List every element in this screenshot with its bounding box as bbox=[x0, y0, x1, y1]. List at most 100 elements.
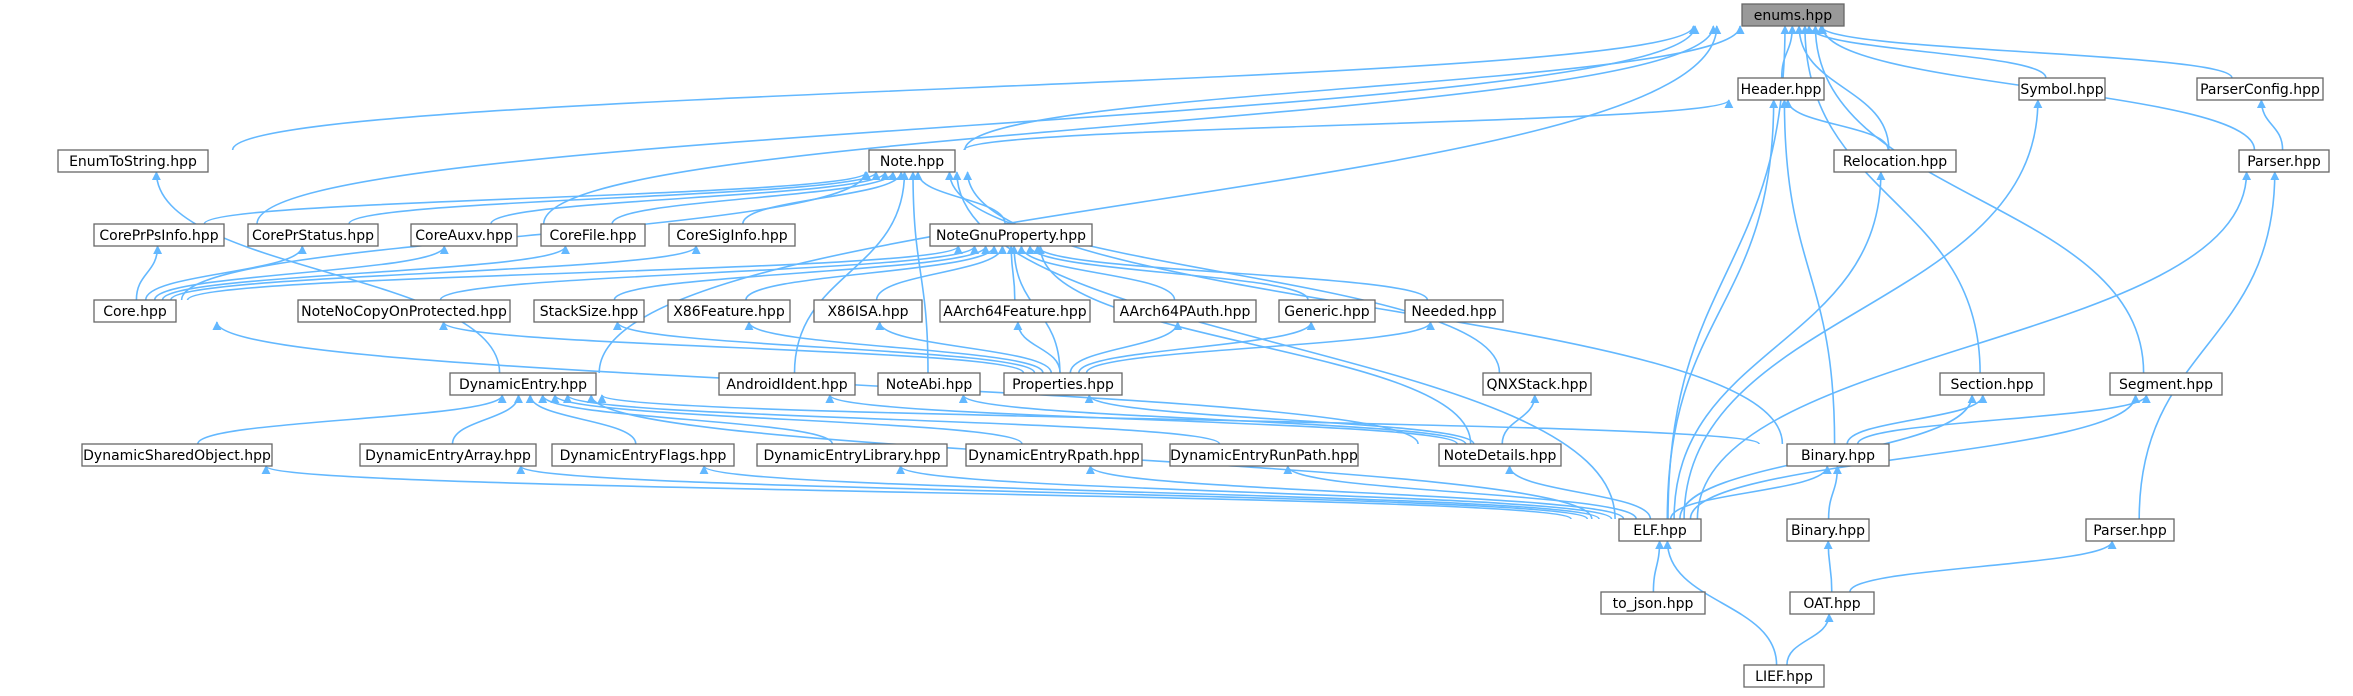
edge-properties-to-generic bbox=[1078, 321, 1316, 374]
dependency-arrow bbox=[1669, 465, 1832, 520]
dependency-arrow bbox=[563, 394, 1221, 445]
node-needed[interactable]: Needed.hpp bbox=[1404, 299, 1504, 323]
node-x86isa[interactable]: X86ISA.hpp bbox=[813, 299, 923, 323]
node-label: Needed.hpp bbox=[1411, 304, 1496, 320]
edge-core-to-corefile bbox=[161, 245, 570, 301]
node-noteabi[interactable]: NoteAbi.hpp bbox=[877, 372, 981, 396]
node-parser[interactable]: Parser.hpp bbox=[2238, 149, 2330, 173]
node-label: CorePrPsInfo.hpp bbox=[99, 228, 218, 244]
dependency-arrow bbox=[1283, 465, 1637, 520]
node-dynentrylibrary[interactable]: DynamicEntryLibrary.hpp bbox=[756, 443, 948, 467]
dependency-arrow bbox=[598, 25, 1722, 374]
dependency-arrow bbox=[1013, 321, 1061, 374]
node-relocation[interactable]: Relocation.hpp bbox=[1833, 149, 1957, 173]
node-enumtostring[interactable]: EnumToString.hpp bbox=[57, 149, 209, 173]
edge-elf-to-notedetails bbox=[1505, 465, 1652, 520]
edge-androidident-to-note bbox=[793, 171, 909, 374]
node-box bbox=[449, 372, 597, 396]
dependency-arrow bbox=[699, 465, 1600, 520]
node-core[interactable]: Core.hpp bbox=[93, 299, 177, 323]
node-label: X86ISA.hpp bbox=[827, 304, 908, 320]
node-dynsharedobj[interactable]: DynamicSharedObject.hpp bbox=[81, 443, 273, 467]
dependency-arrow bbox=[1673, 171, 1886, 520]
node-dynentryrunpath[interactable]: DynamicEntryRunPath.hpp bbox=[1169, 443, 1359, 467]
dependency-arrow bbox=[1084, 394, 1475, 445]
edge-note-to-enums bbox=[964, 25, 1745, 151]
node-label: Parser.hpp bbox=[2093, 523, 2167, 539]
node-label: StackSize.hpp bbox=[540, 304, 639, 320]
node-note[interactable]: Note.hpp bbox=[868, 149, 956, 173]
node-coreprstatus[interactable]: CorePrStatus.hpp bbox=[247, 223, 379, 247]
node-x86feature[interactable]: X86Feature.hpp bbox=[667, 299, 791, 323]
node-label: NoteDetails.hpp bbox=[1444, 448, 1557, 464]
node-dynentryflags[interactable]: DynamicEntryFlags.hpp bbox=[551, 443, 735, 467]
node-box bbox=[1618, 518, 1702, 542]
node-dynentryrpath[interactable]: DynamicEntryRpath.hpp bbox=[965, 443, 1143, 467]
node-notenocopy[interactable]: NoteNoCopyOnProtected.hpp bbox=[297, 299, 511, 323]
node-box bbox=[965, 443, 1143, 467]
node-lief[interactable]: LIEF.hpp bbox=[1743, 664, 1825, 688]
edge-properties-to-stacksize bbox=[613, 321, 1036, 374]
node-coreauxv[interactable]: CoreAuxv.hpp bbox=[410, 223, 518, 247]
edge-core-to-coreprpsinfo bbox=[135, 245, 163, 301]
edge-noteabi-to-note bbox=[908, 171, 929, 374]
node-box bbox=[540, 223, 646, 247]
node-coreprpsinfo[interactable]: CorePrPsInfo.hpp bbox=[93, 223, 225, 247]
node-binary2[interactable]: Binary.hpp bbox=[1786, 518, 1870, 542]
node-box bbox=[1113, 299, 1257, 323]
node-box bbox=[877, 372, 981, 396]
edge-elf-to-dynsharedobj bbox=[261, 465, 1572, 520]
edge-relocation-to-enums bbox=[1794, 25, 1890, 151]
node-stacksize[interactable]: StackSize.hpp bbox=[533, 299, 645, 323]
dependency-arrow bbox=[1505, 465, 1652, 520]
edge-properties-to-needed bbox=[1085, 321, 1435, 374]
node-binary[interactable]: Binary.hpp bbox=[1786, 443, 1890, 467]
node-box bbox=[2238, 149, 2330, 173]
node-qnxstack[interactable]: QNXStack.hpp bbox=[1482, 372, 1592, 396]
node-coresiginfo[interactable]: CoreSigInfo.hpp bbox=[668, 223, 796, 247]
node-label: Header.hpp bbox=[1741, 82, 1822, 98]
node-parser2[interactable]: Parser.hpp bbox=[2085, 518, 2175, 542]
edge-elf-to-relocation bbox=[1673, 171, 1886, 520]
dependency-arrow bbox=[1035, 245, 1472, 445]
node-dynamicentry[interactable]: DynamicEntry.hpp bbox=[449, 372, 597, 396]
edge-core-to-notegnuproperty bbox=[186, 245, 963, 301]
node-section[interactable]: Section.hpp bbox=[1939, 372, 2045, 396]
dependency-arrow bbox=[161, 245, 570, 301]
edge-parserconfig-to-enums bbox=[1816, 25, 2233, 79]
node-aarch64feature[interactable]: AArch64Feature.hpp bbox=[939, 299, 1091, 323]
node-box bbox=[57, 149, 209, 173]
node-label: Segment.hpp bbox=[2119, 377, 2213, 393]
dependency-arrow bbox=[2138, 171, 2280, 520]
edge-binary-to-dynamicentry bbox=[597, 394, 1760, 445]
node-oat[interactable]: OAT.hpp bbox=[1789, 591, 1875, 615]
node-parserconfig[interactable]: ParserConfig.hpp bbox=[2196, 77, 2324, 101]
edge-properties-to-x86feature bbox=[744, 321, 1044, 374]
dependency-arrow bbox=[1786, 613, 1834, 666]
dependency-arrow bbox=[1085, 321, 1435, 374]
node-properties[interactable]: Properties.hpp bbox=[1003, 372, 1123, 396]
node-label: CoreSigInfo.hpp bbox=[676, 228, 788, 244]
node-dynentryarray[interactable]: DynamicEntryArray.hpp bbox=[359, 443, 537, 467]
node-tojson[interactable]: to_json.hpp bbox=[1600, 591, 1706, 615]
edge-dynentryarray-to-dynamicentry bbox=[451, 394, 523, 445]
node-notegnuproperty[interactable]: NoteGnuProperty.hpp bbox=[929, 223, 1093, 247]
node-notedetails[interactable]: NoteDetails.hpp bbox=[1438, 443, 1562, 467]
node-symbol[interactable]: Symbol.hpp bbox=[2018, 77, 2106, 101]
edge-stacksize-to-notegnuproperty bbox=[613, 245, 991, 301]
node-label: X86Feature.hpp bbox=[673, 304, 785, 320]
node-box bbox=[247, 223, 379, 247]
dependency-arrow bbox=[964, 25, 1745, 151]
node-androidident[interactable]: AndroidIdent.hpp bbox=[718, 372, 856, 396]
node-enums[interactable]: enums.hpp bbox=[1741, 3, 1845, 27]
node-box bbox=[1833, 149, 1957, 173]
node-aarch64pauth[interactable]: AArch64PAuth.hpp bbox=[1113, 299, 1257, 323]
node-elf[interactable]: ELF.hpp bbox=[1618, 518, 1702, 542]
node-header[interactable]: Header.hpp bbox=[1737, 77, 1825, 101]
node-generic[interactable]: Generic.hpp bbox=[1278, 299, 1376, 323]
edge-coreauxv-to-note bbox=[490, 171, 890, 225]
edge-dynamicentry-to-enums bbox=[598, 25, 1722, 374]
node-segment[interactable]: Segment.hpp bbox=[2109, 372, 2223, 396]
node-label: NoteNoCopyOnProtected.hpp bbox=[301, 304, 507, 320]
node-corefile[interactable]: CoreFile.hpp bbox=[540, 223, 646, 247]
